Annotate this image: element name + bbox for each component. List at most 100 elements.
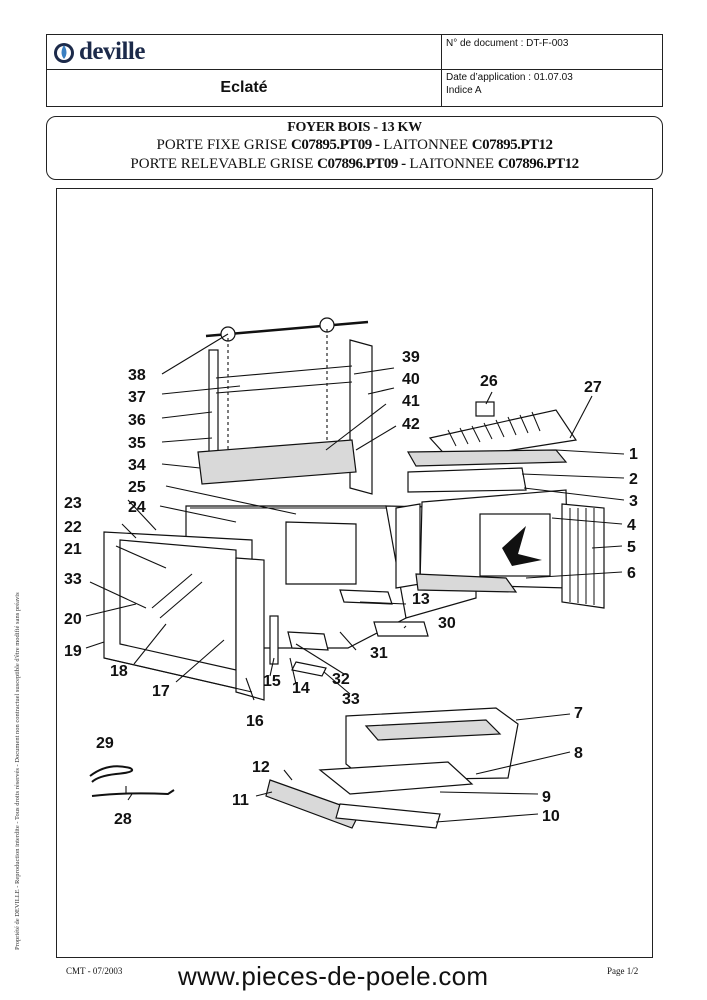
ash-tray-inner xyxy=(364,719,502,741)
part-label: 11 xyxy=(232,792,249,809)
page-number: Page 1/2 xyxy=(607,966,639,976)
part-label: 26 xyxy=(480,373,498,390)
part-label: 13 xyxy=(412,591,430,608)
part-label: 21 xyxy=(64,541,82,558)
latch-plate xyxy=(373,621,429,637)
part-label: 39 xyxy=(402,349,420,366)
lifting-door-brass-label: LAITONNEE xyxy=(409,156,495,172)
door-assembly xyxy=(103,531,265,701)
ash-pan-group xyxy=(265,707,519,829)
lifting-door-line: PORTE RELEVABLE GRISE C07896.PT09 - LAIT… xyxy=(47,155,662,174)
left-guide-rail xyxy=(208,349,219,457)
fixed-door-brass-code: C07895.PT12 xyxy=(471,137,553,153)
part-label: 41 xyxy=(402,393,420,410)
hinge-parts xyxy=(269,589,429,677)
part-label: 1 xyxy=(629,446,638,463)
part-label: 12 xyxy=(252,759,270,776)
part-label: 25 xyxy=(128,479,146,496)
poker-tool xyxy=(89,765,134,783)
deville-logo: deville xyxy=(53,38,145,65)
part-label: 33 xyxy=(64,571,82,588)
part-label: 20 xyxy=(64,611,82,628)
part-label: 31 xyxy=(370,645,388,662)
part-label: 40 xyxy=(402,371,420,388)
document-number: N° de document : DT-F-003 xyxy=(446,38,569,49)
part-label: 24 xyxy=(128,499,146,516)
fixed-door-brass-label: LAITONNEE xyxy=(383,137,468,153)
lifting-door-brass-code: C07896.PT12 xyxy=(497,156,579,172)
part-label: 9 xyxy=(542,789,551,806)
part-label: 2 xyxy=(629,471,638,488)
smoke-baffle xyxy=(406,449,568,467)
part-label: 22 xyxy=(64,519,82,536)
document-header: deville Eclaté N° de document : DT-F-003… xyxy=(46,34,663,107)
part-label: 4 xyxy=(627,517,636,534)
page-title: Eclaté xyxy=(220,79,268,96)
door-catch xyxy=(339,589,393,605)
header-divider xyxy=(441,35,442,106)
part-label: 36 xyxy=(128,412,146,429)
document-index: Indice A xyxy=(446,85,482,96)
ash-pan-front xyxy=(335,803,441,829)
part-label: 37 xyxy=(128,389,146,406)
exploded-view-frame xyxy=(56,188,653,958)
door-handle-tool xyxy=(91,789,175,797)
door-side-seal xyxy=(235,557,265,701)
lifting-door-grey-code: C07896.PT09 - xyxy=(317,156,406,172)
baffle-plate xyxy=(407,467,527,493)
hood-handle xyxy=(475,401,495,417)
frame-opening xyxy=(285,521,357,585)
part-label: 14 xyxy=(292,680,310,697)
fixed-door-line: PORTE FIXE GRISE C07895.PT09 - LAITONNEE… xyxy=(47,136,662,155)
part-label: 28 xyxy=(114,811,132,828)
part-label: 3 xyxy=(629,493,638,510)
lifting-door-label: PORTE RELEVABLE GRISE xyxy=(130,156,314,172)
footer-reference: CMT - 07/2003 xyxy=(66,966,123,976)
part-label: 30 xyxy=(438,615,456,632)
part-label: 34 xyxy=(128,457,146,474)
tools xyxy=(89,765,175,797)
fixed-door-grey-code: C07895.PT09 - xyxy=(291,137,380,153)
grate-bar xyxy=(415,573,518,593)
top-cross-panel xyxy=(197,439,357,485)
fixed-door-label: PORTE FIXE GRISE xyxy=(156,137,288,153)
footer-url-link[interactable]: www.pieces-de-poele.com xyxy=(178,961,489,991)
ash-pan xyxy=(318,761,474,795)
part-label: 8 xyxy=(574,745,583,762)
part-label: 19 xyxy=(64,643,82,660)
water-drop-logo-icon xyxy=(54,43,74,63)
stove-body xyxy=(395,489,605,609)
part-label: 33 xyxy=(342,691,360,708)
right-guide-rail xyxy=(349,339,373,495)
copyright-side-note: Propriété de DEVILLE - Reproduction inte… xyxy=(14,592,21,950)
part-label: 15 xyxy=(263,673,281,690)
part-label: 16 xyxy=(246,713,264,730)
part-label: 7 xyxy=(574,705,583,722)
part-label: 35 xyxy=(128,435,146,452)
part-label: 32 xyxy=(332,671,350,688)
part-label: 17 xyxy=(152,683,170,700)
brand-name: deville xyxy=(79,38,145,65)
part-label: 23 xyxy=(64,495,82,512)
flame-mark-icon xyxy=(502,526,542,566)
part-label: 10 xyxy=(542,808,560,825)
part-label: 42 xyxy=(402,416,420,433)
part-label: 18 xyxy=(110,663,128,680)
exploded-view-diagram: 1 2 3 4 5 6 7 8 9 10 11 12 13 14 15 16 1… xyxy=(64,317,638,829)
part-label: 5 xyxy=(627,539,636,556)
firebox-window xyxy=(479,513,551,577)
part-label: 38 xyxy=(128,367,146,384)
part-label: 6 xyxy=(627,565,636,582)
hinge-pin xyxy=(269,615,279,665)
part-label: 29 xyxy=(96,735,114,752)
door-lift-mechanism xyxy=(205,317,373,495)
application-date: Date d’application : 01.07.03 Indice A xyxy=(446,71,573,97)
small-bracket xyxy=(291,661,327,677)
part-label: 27 xyxy=(584,379,602,396)
hood-assembly xyxy=(406,401,578,493)
hinge-bracket xyxy=(287,631,329,651)
product-title: FOYER BOIS - 13 KW xyxy=(287,120,422,135)
product-banner: FOYER BOIS - 13 KW PORTE FIXE GRISE C078… xyxy=(46,116,663,180)
header-divider xyxy=(47,69,662,70)
application-date-text: Date d’application : 01.07.03 xyxy=(446,72,573,83)
